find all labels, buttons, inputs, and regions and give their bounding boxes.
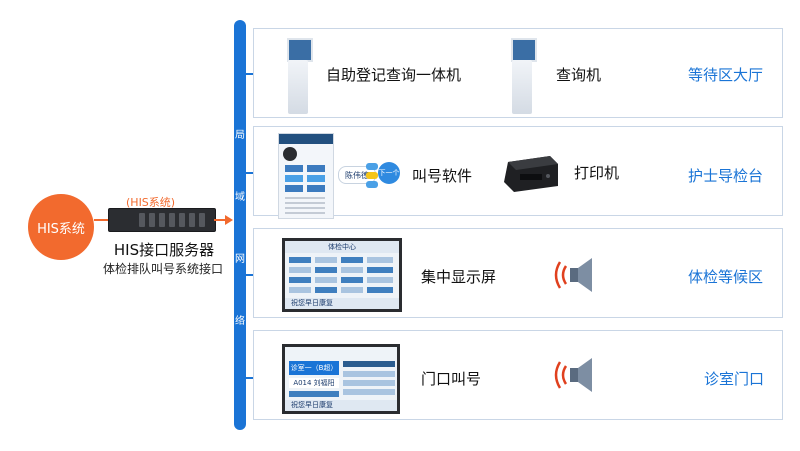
network-char: 域	[235, 192, 245, 203]
server-icon	[108, 208, 216, 232]
printer-icon	[504, 156, 558, 192]
mini-pill	[366, 163, 378, 170]
software-screenshot	[278, 133, 334, 219]
speaker-icon	[554, 258, 592, 292]
server-subtitle: 体检排队叫号系统接口	[102, 262, 223, 276]
mini-pill	[366, 181, 378, 188]
network-connector	[246, 172, 254, 174]
network-connector	[246, 377, 254, 379]
network-bar	[234, 20, 246, 430]
his-system-tag: (HIS系统)	[126, 196, 176, 209]
mini-pill	[366, 172, 378, 179]
network-connector	[246, 73, 254, 75]
network-char: 网	[235, 254, 245, 265]
item-label: 打印机	[574, 164, 620, 182]
display-footer: 祝您早日康复	[285, 298, 399, 309]
server-title: HIS接口服务器	[113, 241, 215, 259]
patient-pill-label: 陈伟德	[345, 170, 369, 180]
item-label: 集中显示屏	[421, 268, 497, 286]
server-to-network-line	[214, 219, 226, 221]
next-button-icon: 下一个	[378, 162, 400, 184]
item-label: 查询机	[556, 66, 602, 84]
central-display-icon: 体检中心 祝您早日康复	[282, 238, 402, 312]
arrow-right-icon	[225, 215, 233, 225]
door-current-patient: A014 刘福阳	[289, 378, 339, 388]
area-label: 等待区大厅	[688, 66, 764, 84]
door-room-title: 诊室一（B超）	[289, 361, 339, 375]
door-display-footer: 祝您早日康复	[285, 400, 397, 411]
his-system-label: HIS系统	[37, 221, 85, 237]
area-label: 诊室门口	[704, 370, 765, 388]
his-system-node: HIS系统	[28, 194, 94, 260]
door-display-icon: 诊室一（B超） A014 刘福阳 祝您早日康复	[282, 344, 400, 414]
item-label: 门口叫号	[421, 370, 482, 388]
patient-pill: 陈伟德	[338, 166, 376, 184]
item-label: 自助登记查询一体机	[326, 66, 462, 84]
display-header: 体检中心	[285, 241, 399, 253]
area-label: 护士导检台	[688, 167, 764, 185]
network-connector	[246, 274, 254, 276]
network-char: 局	[235, 130, 245, 141]
network-char: 络	[235, 316, 245, 327]
item-label: 叫号软件	[412, 167, 473, 185]
kiosk-icon	[285, 36, 313, 114]
area-label: 体检等候区	[688, 268, 764, 286]
his-to-server-line	[94, 219, 108, 221]
next-label: 下一个	[378, 169, 400, 177]
speaker-icon	[554, 358, 592, 392]
query-kiosk-icon	[509, 36, 537, 114]
